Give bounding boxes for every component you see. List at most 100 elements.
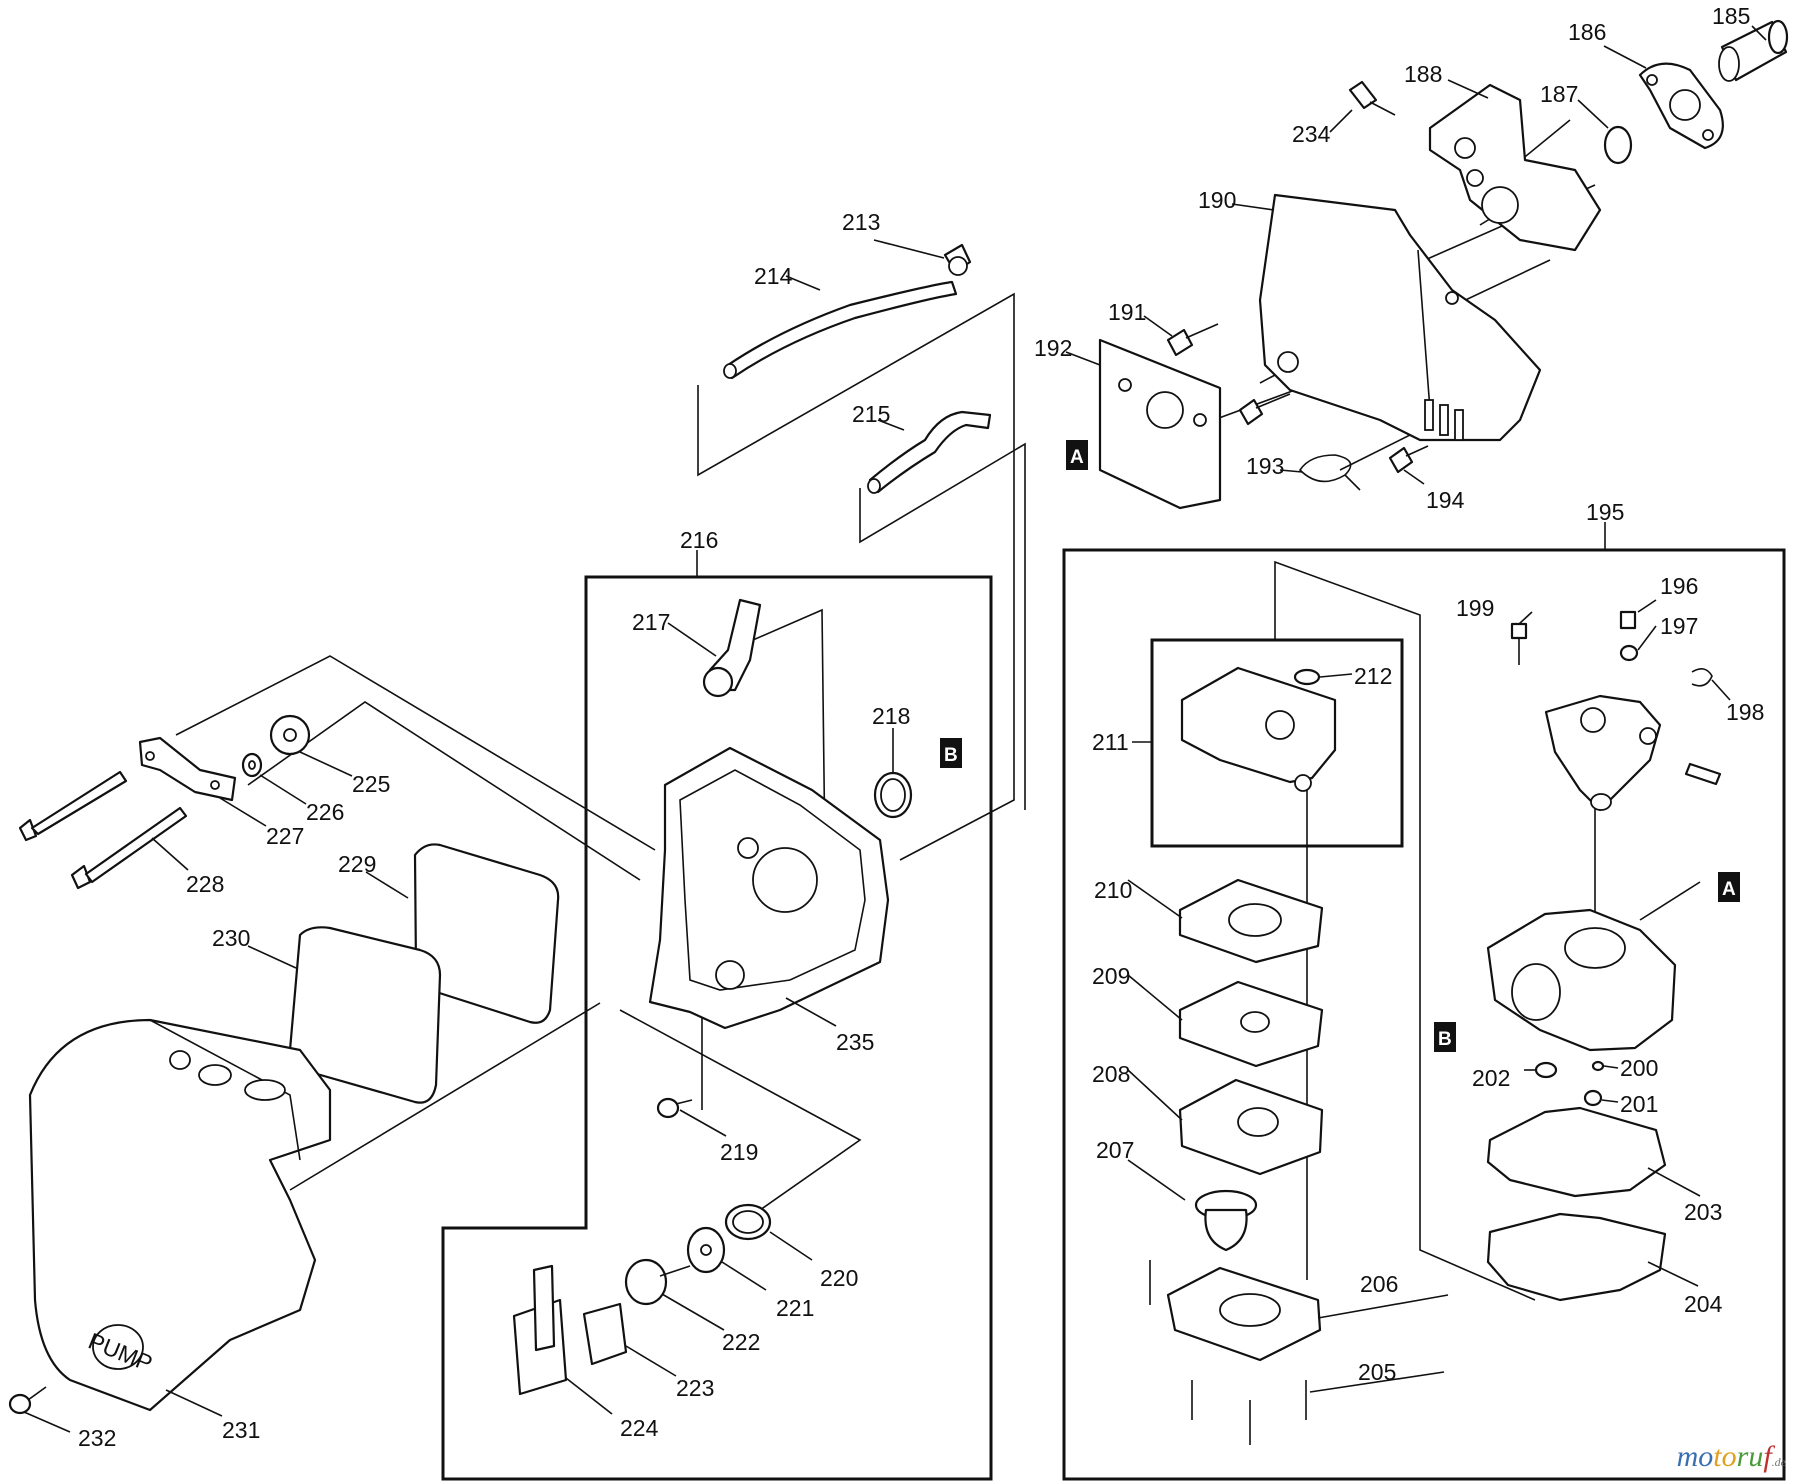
- part-219-screw: [656, 1097, 693, 1119]
- part-192-gasket: [1098, 338, 1222, 510]
- part-213-clamp: [943, 243, 972, 276]
- part-203-diaphragm: [1486, 1106, 1667, 1198]
- part-209-diaphragm: [1178, 980, 1324, 1068]
- part-214-fuel-hose: [723, 280, 958, 380]
- part-187-o-ring: [1603, 125, 1633, 165]
- callout-191: 191: [1108, 299, 1146, 325]
- part-232-screw: [8, 1386, 47, 1415]
- part-221-plate: [686, 1226, 726, 1274]
- callout-216: 216: [680, 527, 718, 553]
- part-188-intake: [1428, 83, 1602, 252]
- callout-214: 214: [754, 263, 793, 289]
- part-191-screw: [1166, 323, 1219, 357]
- part-carb-lever: [1544, 694, 1662, 812]
- callout-211: 211: [1092, 729, 1129, 755]
- callout-209: 209: [1092, 963, 1130, 989]
- part-218-o-ring: [873, 771, 913, 819]
- callout-230: 230: [212, 925, 250, 951]
- callout-195: 195: [1586, 499, 1624, 525]
- callout-234: 234: [1292, 121, 1331, 147]
- part-227-bracket: [138, 736, 237, 802]
- svg-text:A: A: [1722, 879, 1736, 900]
- carburetor-body-subframe: [1150, 638, 1404, 848]
- part-194-screw: [1388, 445, 1429, 474]
- part-carb-body: [1486, 908, 1677, 1052]
- part-186-gasket: [1638, 62, 1724, 150]
- callout-196: 196: [1660, 573, 1698, 599]
- part-222-valve: [624, 1258, 691, 1306]
- callout-193: 193: [1246, 453, 1284, 479]
- callout-215: 215: [852, 401, 890, 427]
- callout-208: 208: [1092, 1061, 1130, 1087]
- callout-227: 227: [266, 823, 304, 849]
- callout-219: 219: [720, 1139, 758, 1165]
- part-197-spring: [1619, 644, 1639, 662]
- callout-229: 229: [338, 851, 376, 877]
- callout-212: 212: [1354, 663, 1392, 689]
- callout-213: 213: [842, 209, 880, 235]
- part-234-screw: [1348, 80, 1396, 116]
- callout-203: 203: [1684, 1199, 1722, 1225]
- callout-192: 192: [1034, 335, 1072, 361]
- part-215-fuel-hose: [867, 410, 992, 494]
- callout-201: 201: [1620, 1091, 1658, 1117]
- air-cleaner-assembly-frame: [441, 575, 993, 1481]
- part-231-cover: PUMP: [28, 1018, 332, 1412]
- callout-206: 206: [1360, 1271, 1398, 1297]
- callout-224: 224: [620, 1415, 659, 1441]
- callout-231: 231: [222, 1417, 260, 1443]
- part-212-screen: [1293, 668, 1321, 686]
- part-207-primer-bulb: [1194, 1189, 1258, 1252]
- part-200-ring: [1591, 1060, 1605, 1072]
- part-199-screw: [1510, 622, 1528, 665]
- part-224-filter: [512, 1264, 568, 1396]
- svg-text:B: B: [1438, 1029, 1452, 1050]
- part-193-clip: [1298, 454, 1361, 491]
- callout-218: 218: [872, 703, 910, 729]
- part-206-cover: [1166, 1266, 1322, 1362]
- callout-210: 210: [1094, 877, 1132, 903]
- part-235-air-cleaner-case: [648, 746, 890, 1030]
- leader-lines: [23, 25, 1767, 1433]
- part-202-screw: [1534, 1061, 1558, 1079]
- callout-235: 235: [836, 1029, 874, 1055]
- part-220-o-ring: [724, 1203, 772, 1241]
- callout-228: 228: [186, 871, 224, 897]
- part-226-washer: [241, 752, 263, 778]
- callout-188: 188: [1404, 61, 1442, 87]
- part-217-choke-lever: [702, 598, 762, 698]
- svg-text:B: B: [944, 745, 958, 766]
- part-210-gasket: [1178, 878, 1324, 964]
- callout-194: 194: [1426, 487, 1465, 513]
- callout-202: 202: [1472, 1065, 1510, 1091]
- callout-186: 186: [1568, 19, 1606, 45]
- watermark: motoruf.de: [1676, 1440, 1786, 1473]
- part-223-filter-element: [582, 1302, 628, 1366]
- reference-mark-a-left: A: [1066, 440, 1088, 470]
- part-225-gear: [269, 714, 311, 756]
- callout-labels: 185 186 187 188 190 191 192 193 194 195 …: [78, 3, 1764, 1451]
- callout-217: 217: [632, 609, 670, 635]
- callout-200: 200: [1620, 1055, 1658, 1081]
- callout-221: 221: [776, 1295, 814, 1321]
- part-205-screws: [1149, 1260, 1307, 1445]
- callout-207: 207: [1096, 1137, 1134, 1163]
- part-190-heat-shield: [1258, 193, 1542, 442]
- callout-232: 232: [78, 1425, 116, 1451]
- part-185-tube: [1718, 19, 1789, 82]
- part-208-pump-body: [1178, 1078, 1324, 1176]
- part-190-screw: [1238, 393, 1291, 426]
- reference-mark-b-top: B: [940, 738, 962, 768]
- part-196-screw: [1619, 610, 1637, 630]
- callout-205: 205: [1358, 1359, 1396, 1385]
- reference-mark-a-right: A: [1718, 872, 1740, 902]
- reference-mark-b-bottom: B: [1434, 1022, 1456, 1052]
- part-carb-screw: [1684, 762, 1722, 786]
- callout-190: 190: [1198, 187, 1236, 213]
- callout-222: 222: [722, 1329, 760, 1355]
- callout-220: 220: [820, 1265, 858, 1291]
- callout-185: 185: [1712, 3, 1750, 29]
- callout-225: 225: [352, 771, 390, 797]
- callout-223: 223: [676, 1375, 714, 1401]
